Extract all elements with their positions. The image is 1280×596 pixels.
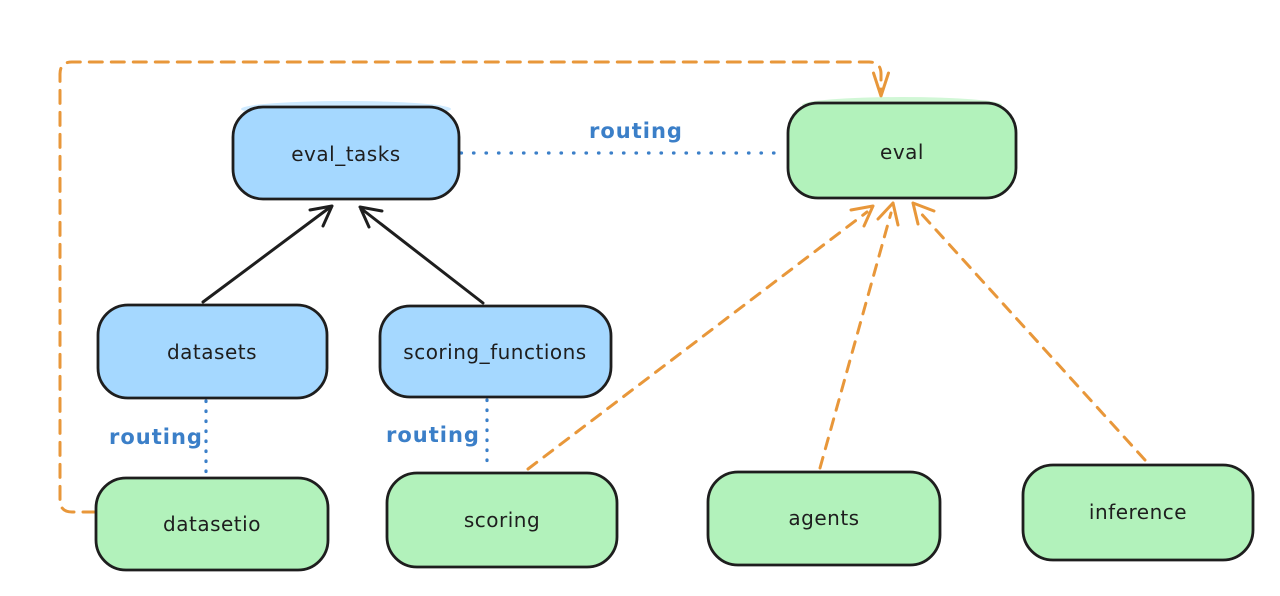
- node-datasetio: datasetio: [94, 476, 330, 572]
- arrowhead-scoring-eval: [849, 204, 875, 228]
- agents-label: agents: [788, 506, 859, 530]
- eval-label: eval: [880, 140, 924, 164]
- routing-label-scoring: routing: [386, 423, 480, 447]
- arrowhead-inference-eval: [911, 201, 936, 226]
- routing-label-top: routing: [589, 119, 683, 143]
- node-eval: eval: [786, 97, 1018, 200]
- arrowhead-datasets-eval_tasks: [308, 204, 334, 228]
- arrowhead-scoring_functions-eval_tasks: [358, 205, 384, 229]
- edge-scoring-eval: [526, 204, 875, 471]
- datasetio-label: datasetio: [163, 512, 261, 536]
- arrowhead-into-eval-top: [872, 71, 890, 98]
- node-datasets: datasets: [96, 303, 329, 400]
- inference-label: inference: [1089, 500, 1187, 524]
- agents-box: [706, 470, 942, 567]
- node-agents: agents: [706, 470, 942, 567]
- node-scoring-functions: scoring_functions: [378, 304, 613, 399]
- node-inference: inference: [1021, 463, 1255, 562]
- eval-tasks-label: eval_tasks: [291, 142, 400, 166]
- edge-agents-eval: [818, 201, 900, 470]
- datasets-box: [96, 303, 329, 400]
- edge-datasets-eval_tasks: [201, 204, 334, 304]
- inference-box: [1021, 463, 1255, 562]
- datasetio-box: [94, 476, 330, 572]
- edge-inference-eval: [911, 201, 1147, 462]
- eval-tasks-box: [231, 105, 461, 201]
- eval-box: [786, 101, 1018, 200]
- datasets-label: datasets: [167, 340, 257, 364]
- routing-label-datasets: routing: [109, 425, 203, 449]
- scoring-functions-label: scoring_functions: [403, 340, 586, 364]
- edge-datasetio-eval: [58, 60, 890, 514]
- node-eval-tasks: eval_tasks: [231, 101, 461, 201]
- edge-scoring_functions-eval_tasks: [358, 205, 485, 305]
- scoring-label: scoring: [464, 508, 540, 532]
- arrowhead-agents-eval: [876, 201, 900, 227]
- scoring-box: [385, 471, 619, 569]
- scoring-functions-box: [378, 304, 613, 399]
- node-scoring: scoring: [385, 471, 619, 569]
